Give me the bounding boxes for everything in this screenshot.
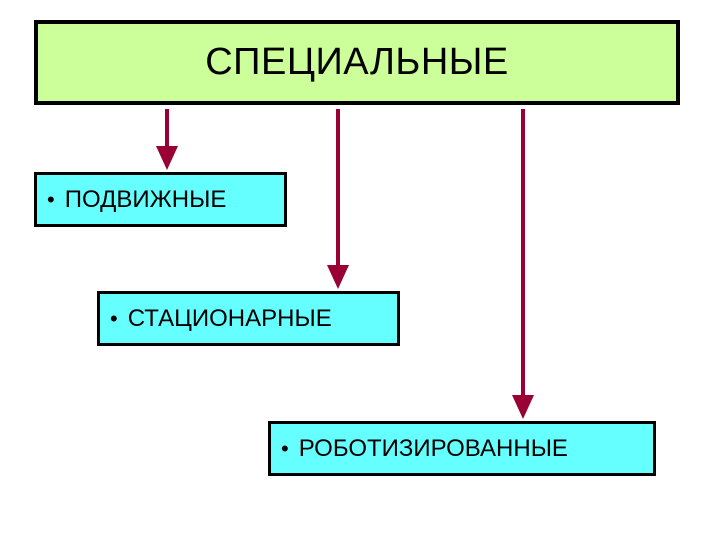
bullet-icon: • xyxy=(110,305,118,331)
child-node-podvizhnye: • ПОДВИЖНЫЕ xyxy=(34,172,287,227)
arrow-to-statsionarnye xyxy=(327,109,349,289)
child-node-robotizirovannye: • РОБОТИЗИРОВАННЫЕ xyxy=(268,421,656,476)
root-node-title: СПЕЦИАЛЬНЫЕ xyxy=(205,41,509,83)
bullet-icon: • xyxy=(281,435,289,461)
child-node-label: РОБОТИЗИРОВАННЫЕ xyxy=(298,434,568,462)
child-node-label: СТАЦИОНАРНЫЕ xyxy=(127,304,332,332)
root-node: СПЕЦИАЛЬНЫЕ xyxy=(34,20,680,105)
child-node-label: ПОДВИЖНЫЕ xyxy=(64,185,227,213)
child-node-statsionarnye: • СТАЦИОНАРНЫЕ xyxy=(97,291,400,346)
bullet-icon: • xyxy=(47,186,55,212)
arrow-to-robotizirovannye xyxy=(512,109,534,419)
arrow-to-podvizhnye xyxy=(156,109,178,170)
